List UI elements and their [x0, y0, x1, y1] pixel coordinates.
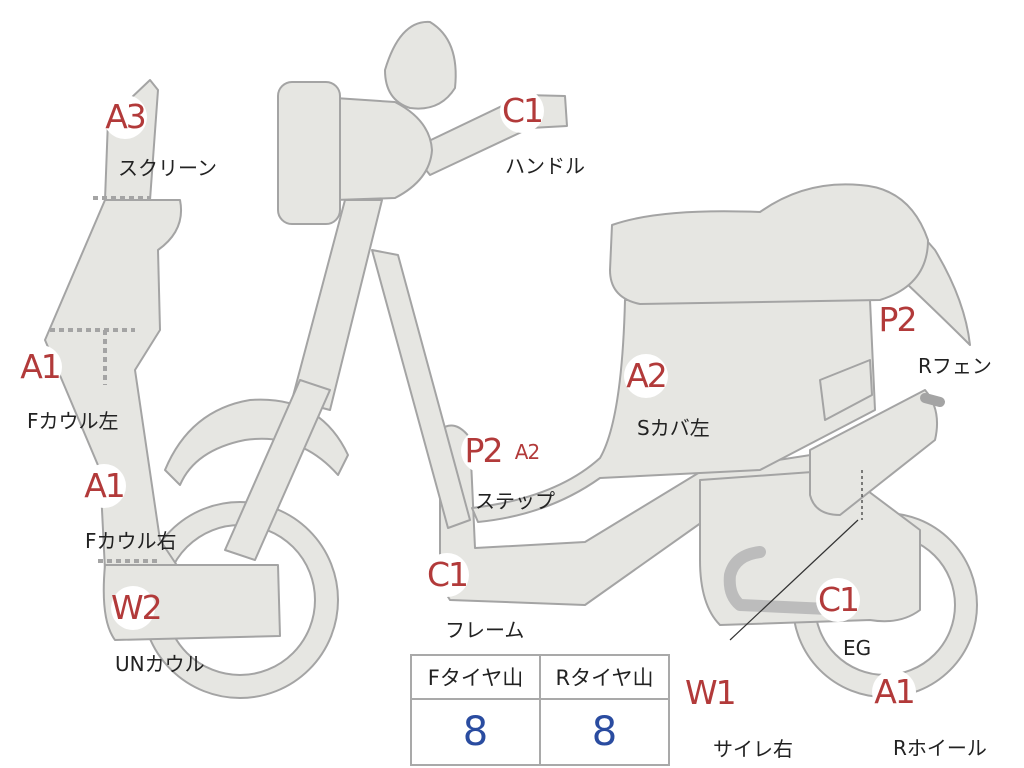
part-label-muffler-right: サイレ右: [713, 737, 793, 761]
front-tire-header: Fタイヤ山: [410, 654, 541, 700]
seat: [609, 183, 929, 305]
side-cover: [471, 299, 876, 523]
part-label-s-cover-left: Sカバ左: [637, 416, 710, 440]
tire-tread-table: Fタイヤ山 Rタイヤ山 8 8: [410, 654, 670, 766]
part-label-un-cowl: UNカウル: [115, 652, 205, 676]
part-code-handle: C1: [500, 89, 544, 133]
exhaust-pipe: [723, 546, 856, 616]
engine-case: [699, 469, 921, 626]
front-cowl: [44, 199, 182, 571]
part-code-f-cowl-left: A1: [18, 345, 62, 389]
part-code-step-secondary: A2: [511, 436, 543, 468]
part-code-eg: C1: [816, 578, 860, 622]
part-code-screen: A3: [103, 95, 147, 139]
part-label-f-cowl-right: Fカウル右: [85, 529, 177, 553]
part-code-frame: C1: [425, 553, 469, 597]
rear-tire-header: Rタイヤ山: [539, 654, 670, 700]
part-label-f-cowl-left: Fカウル左: [27, 409, 119, 433]
part-code-step: P2: [461, 429, 505, 473]
rear-tire-value[interactable]: 8: [539, 698, 670, 766]
part-code-r-wheel: A1: [872, 670, 916, 714]
steering-column: [291, 199, 383, 411]
part-label-handle: ハンドル: [505, 154, 585, 178]
part-label-frame: フレーム: [445, 618, 525, 642]
leader-line: [729, 519, 859, 641]
mirror: [384, 20, 457, 110]
headlight-housing: [334, 97, 433, 201]
part-label-r-fender: Rフェン: [918, 354, 992, 378]
part-code-r-fender: P2: [875, 298, 919, 342]
part-code-muffler-right: W1: [685, 671, 737, 715]
frame-tube: [371, 249, 471, 529]
rear-shock: [819, 359, 873, 421]
part-code-s-cover-left: A2: [624, 354, 668, 398]
part-label-screen: スクリーン: [118, 156, 217, 180]
part-code-un-cowl: W2: [111, 586, 163, 630]
part-label-step: ステップ: [475, 489, 555, 513]
front-tire-value[interactable]: 8: [410, 698, 541, 766]
part-code-f-cowl-right: A1: [82, 464, 126, 508]
part-label-r-wheel: Rホイール: [893, 736, 987, 760]
muffler: [809, 389, 945, 516]
part-label-eg: EG: [843, 636, 872, 660]
fork: [224, 379, 331, 561]
headlight: [277, 81, 341, 225]
